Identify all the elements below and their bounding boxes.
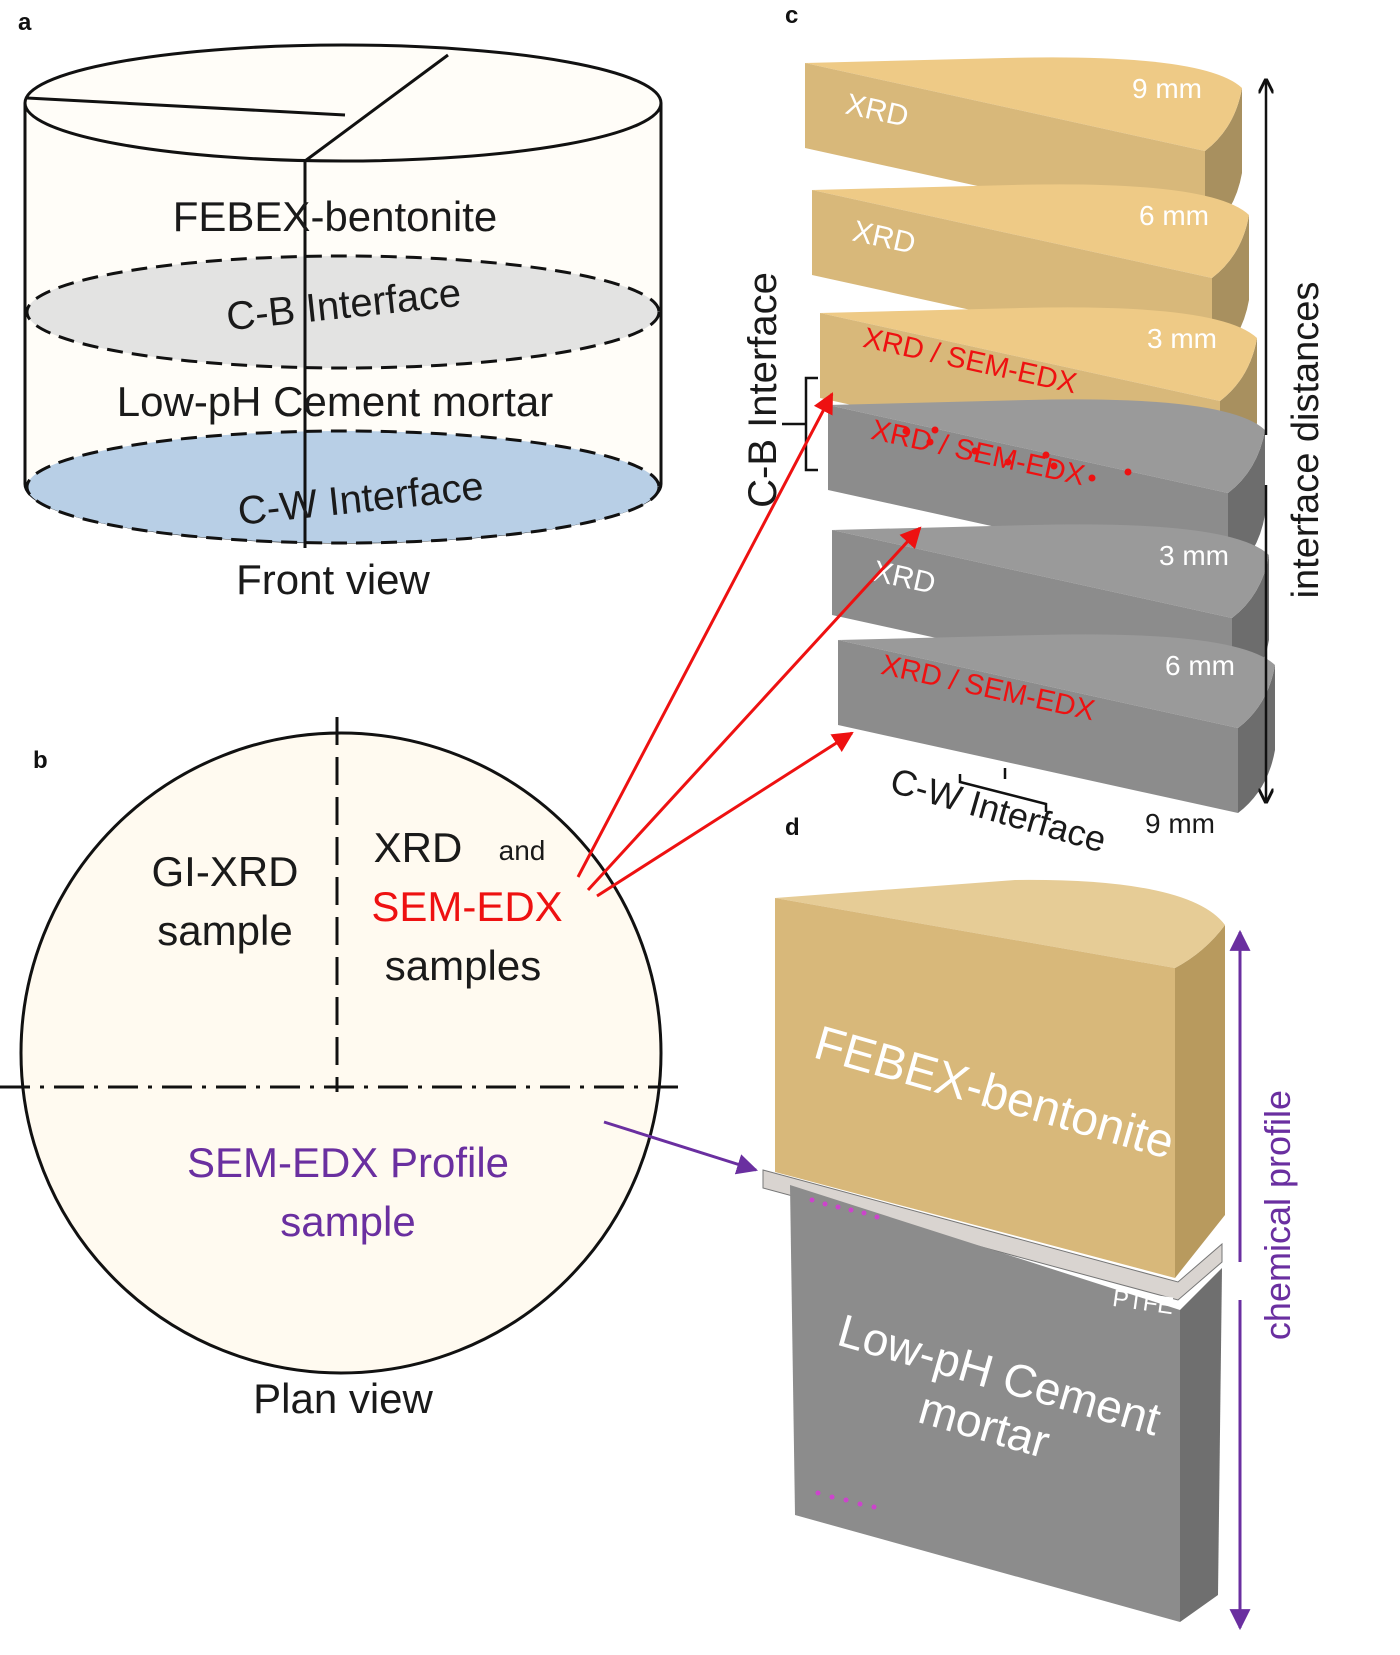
cut-line-2 — [304, 53, 449, 163]
red-arrow-1 — [576, 392, 834, 878]
red-arrow-3 — [596, 731, 854, 898]
panel-b-label: b — [33, 747, 48, 774]
d-ptfe — [762, 1169, 1223, 1301]
slice-distance: 6 mm — [1165, 650, 1235, 681]
label-profile-sample: sample — [280, 1198, 415, 1245]
front-view-caption: Front view — [236, 556, 430, 603]
d-dots-bottom — [815, 1490, 877, 1510]
label-gixrd: GI-XRD — [152, 848, 299, 895]
d-mortar-front — [790, 1185, 1180, 1622]
plan-view-caption: Plan view — [253, 1375, 433, 1422]
slice-top — [812, 184, 1249, 278]
panel-d-label: d — [785, 814, 800, 841]
cw-bracket — [958, 768, 1048, 812]
d-bentonite-top — [775, 879, 1225, 968]
slice-top — [828, 399, 1265, 493]
d-bentonite-side — [1175, 925, 1225, 1278]
cb-interface-plane — [25, 254, 661, 370]
purple-arrow — [603, 1120, 759, 1175]
label-bentonite: FEBEX-bentonite — [173, 193, 498, 240]
slice-distance: 3 mm — [1147, 323, 1217, 354]
label-samples: samples — [385, 942, 541, 989]
panel-d: d FEBEX-bentonite PTFE Low-pH Cement mor… — [762, 814, 1298, 1631]
slice-distance: 6 mm — [1139, 200, 1209, 231]
panel-a: a FEBEX-bentonite C-B Interface Low-pH C… — [18, 9, 663, 603]
slice-top — [820, 307, 1257, 401]
label-xrd: XRD — [374, 824, 463, 871]
cb-bracket — [782, 376, 818, 472]
panel-b: b GI-XRD sample XRD and SEM-EDX samples … — [0, 717, 682, 1422]
label-chemical-profile: chemical profile — [1257, 1090, 1298, 1340]
cut-line-1 — [26, 96, 346, 117]
plan-circle — [19, 731, 663, 1375]
slice-top — [838, 634, 1275, 728]
red-arrow-2 — [586, 526, 922, 892]
d-dots-top — [809, 1197, 880, 1220]
label-bottom-distance: 9 mm — [1145, 808, 1215, 839]
label-mortar: Low-pH Cement mortar — [117, 378, 553, 425]
label-gixrd-sample: sample — [157, 907, 292, 954]
panel-a-label: a — [18, 9, 32, 36]
cylinder-top — [23, 43, 663, 163]
label-profile: SEM-EDX Profile — [187, 1139, 509, 1186]
slice-distance: 9 mm — [1132, 73, 1202, 104]
label-cb-interface-c: C-B Interface — [741, 272, 785, 508]
d-mortar-side — [1180, 1268, 1222, 1622]
cb-sample-dots — [902, 426, 1132, 482]
slice-top — [805, 57, 1242, 151]
panel-c-label: c — [785, 2, 798, 29]
slice-distance: 3 mm — [1159, 540, 1229, 571]
label-sem-edx: SEM-EDX — [371, 883, 562, 930]
slice-top — [832, 524, 1269, 618]
d-bentonite-front — [775, 898, 1175, 1278]
label-interface-distances: interface distances — [1285, 282, 1327, 599]
red-arrows — [576, 392, 922, 898]
cw-interface-plane — [25, 429, 661, 545]
slice-front — [838, 640, 1238, 813]
label-and: and — [499, 835, 546, 866]
